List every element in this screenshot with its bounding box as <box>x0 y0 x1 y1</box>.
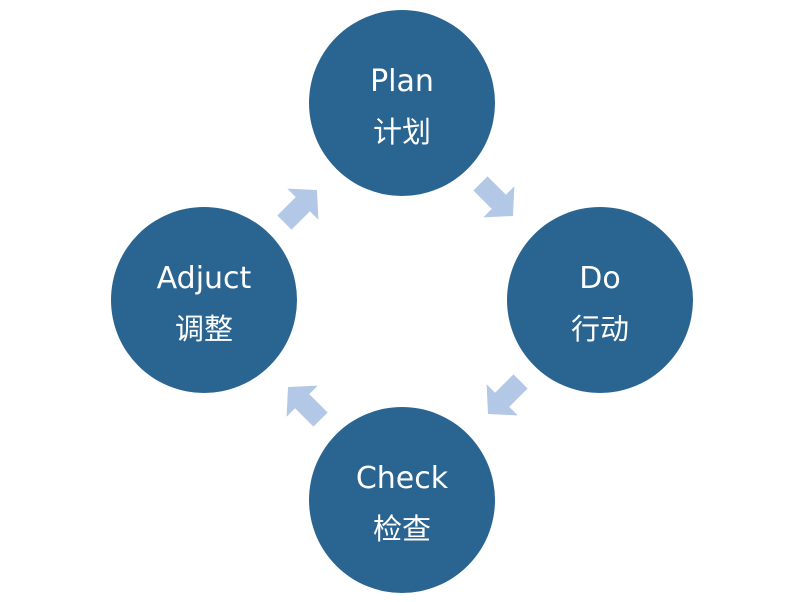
node-do-subtitle: 行动 <box>571 312 629 346</box>
node-check-subtitle: 检查 <box>373 512 431 546</box>
node-adjust-title: Adjuct <box>157 261 252 296</box>
node-plan-title: Plan <box>370 64 434 99</box>
node-do-circle <box>507 207 693 393</box>
node-adjust: Adjuct 调整 <box>111 207 297 393</box>
node-check: Check 检查 <box>309 407 495 593</box>
node-check-title: Check <box>356 461 449 496</box>
node-plan-circle <box>309 10 495 196</box>
node-check-circle <box>309 407 495 593</box>
arrow-check-to-adjust <box>286 385 328 427</box>
node-plan-subtitle: 计划 <box>373 115 431 149</box>
node-adjust-subtitle: 调整 <box>175 312 233 346</box>
arrow-adjust-to-plan <box>277 188 319 230</box>
node-adjust-circle <box>111 207 297 393</box>
node-do-title: Do <box>579 261 620 296</box>
node-do: Do 行动 <box>507 207 693 393</box>
arrow-do-to-check <box>486 374 528 416</box>
arrow-plan-to-do <box>473 176 515 218</box>
node-plan: Plan 计划 <box>309 10 495 196</box>
